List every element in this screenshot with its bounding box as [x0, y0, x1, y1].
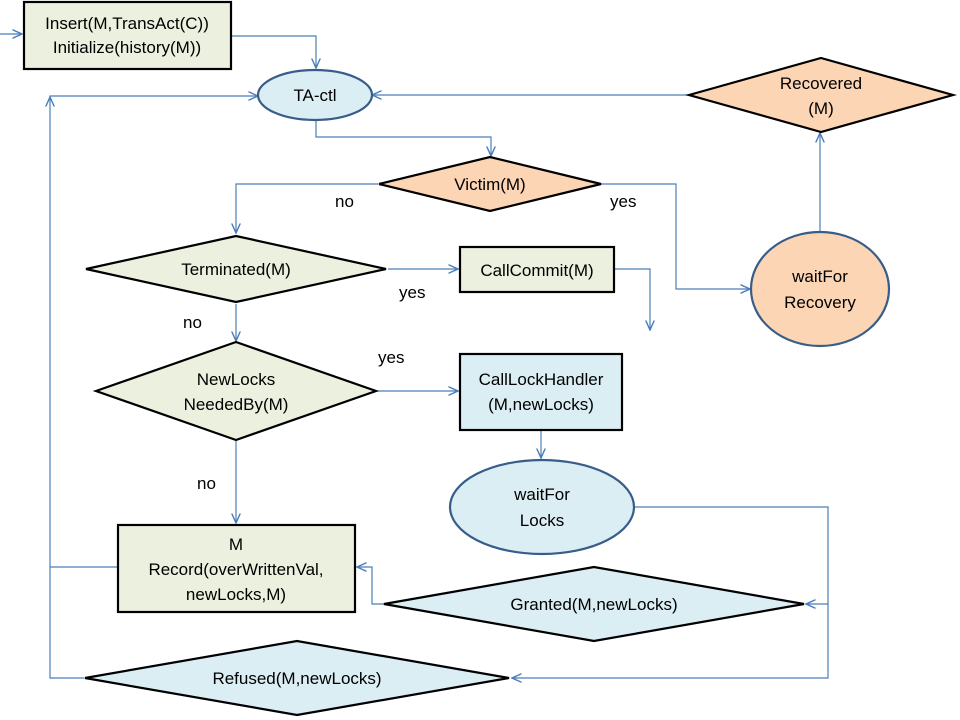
record-line2: Record(overWrittenVal, [148, 560, 323, 579]
victim-no-label: no [335, 192, 354, 211]
recovered-line1: Recovered [780, 74, 862, 93]
refused-decision: Refused(M,newLocks) [84, 639, 510, 717]
edge-waitlocks-to-granted [634, 506, 829, 604]
newlocks-yes-label: yes [378, 348, 404, 367]
wait-locks-node: waitFor Locks [448, 458, 636, 556]
edge-ta-ctl-to-victim [315, 120, 491, 156]
newlocks-no-label: no [197, 474, 216, 493]
calllockhandler-line1: CallLockHandler [479, 370, 604, 389]
ta-ctl-node: TA-ctl [256, 68, 374, 122]
granted-decision: Granted(M,newLocks) [383, 565, 805, 643]
victim-decision: Victim(M) [378, 155, 602, 213]
terminated-decision: Terminated(M) [85, 234, 387, 304]
terminated-yes-label: yes [399, 283, 425, 302]
granted-label: Granted(M,newLocks) [510, 595, 677, 614]
edge-victim-no-to-terminated [236, 183, 378, 233]
calllockhandler-box: CallLockHandler (M,newLocks) [458, 352, 624, 432]
wait-locks-line1: waitFor [513, 485, 570, 504]
victim-label: Victim(M) [454, 175, 525, 194]
recovered-decision: Recovered (M) [684, 56, 958, 134]
edges [0, 34, 829, 679]
newlocks-decision: NewLocks NeededBy(M) [92, 340, 380, 442]
edge-insert-to-ta-ctl [231, 35, 316, 68]
recovered-line2: (M) [808, 99, 833, 118]
ta-ctl-label: TA-ctl [293, 86, 336, 105]
terminated-label: Terminated(M) [181, 260, 291, 279]
edge-granted-to-record [357, 567, 384, 605]
insert-line1: Insert(M,TransAct(C)) [45, 14, 209, 33]
wait-recovery-node: waitFor Recovery [749, 230, 891, 348]
calllockhandler-line2: (M,newLocks) [488, 395, 594, 414]
callcommit-box: CallCommit(M) [458, 245, 616, 294]
terminated-no-label: no [183, 313, 202, 332]
callcommit-label: CallCommit(M) [480, 261, 593, 280]
edge-callcommit-out [615, 268, 650, 330]
record-line3: newLocks,M) [186, 585, 286, 604]
record-line1: M [229, 535, 243, 554]
edge-loop-top-to-ta-ctl [49, 96, 258, 97]
edge-waitlocks-to-refused [512, 604, 829, 678]
wait-recovery-line2: Recovery [784, 293, 856, 312]
edge-refused-loop-to-ta-ctl [50, 97, 84, 679]
wait-recovery-line1: waitFor [791, 267, 848, 286]
insert-line2: Initialize(history(M)) [53, 38, 201, 57]
newlocks-line1: NewLocks [197, 370, 275, 389]
record-box: M Record(overWrittenVal, newLocks,M) [116, 523, 357, 614]
edge-victim-yes-to-wait-recovery [600, 183, 750, 289]
refused-label: Refused(M,newLocks) [212, 669, 381, 688]
newlocks-line2: NeededBy(M) [184, 395, 289, 414]
victim-yes-label: yes [610, 192, 636, 211]
edge-labels: no yes yes no yes no [183, 192, 636, 493]
wait-locks-line2: Locks [520, 511, 564, 530]
insert-initialize-box: Insert(M,TransAct(C)) Initialize(history… [22, 0, 233, 71]
